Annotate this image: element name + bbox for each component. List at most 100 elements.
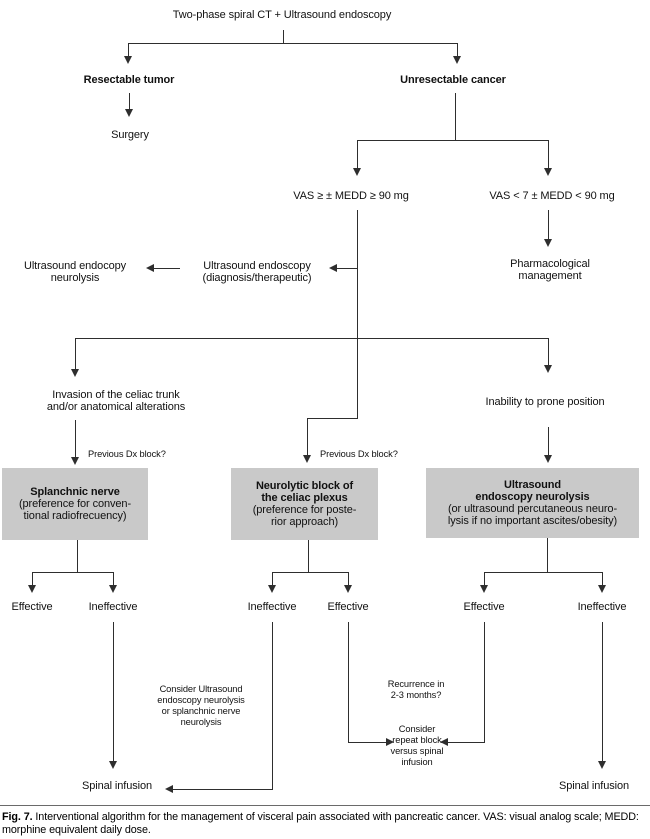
flow-line-vertical (308, 540, 309, 572)
flow-line-horizontal (357, 140, 549, 141)
flow-line-horizontal (336, 268, 357, 269)
arrowhead-down-icon (544, 455, 552, 463)
arrowhead-down-icon (268, 585, 276, 593)
node-root: Two-phase spiral CT + Ultrasound endosco… (172, 9, 392, 21)
flow-line-vertical (455, 93, 456, 140)
arrowhead-down-icon (453, 56, 461, 64)
node-splanchnic-detail: (preference for conven- tional radiofrec… (18, 498, 132, 522)
flow-line-horizontal (484, 572, 603, 573)
flow-line-horizontal (75, 338, 549, 339)
node-ultrasound-box: Ultrasound endoscopy neurolysis (or ultr… (426, 468, 639, 538)
node-vas-high: VAS ≥ ± MEDD ≥ 90 mg (293, 190, 409, 202)
label-previous-dx-block-left: Previous Dx block? (88, 449, 166, 459)
node-us-endoscopy-diagnostic: Ultrasound endoscopy (diagnosis/therapeu… (202, 260, 312, 284)
flow-line-vertical (348, 572, 349, 586)
arrowhead-down-icon (353, 168, 361, 176)
flow-line-vertical (75, 338, 76, 370)
flow-line-horizontal (172, 789, 273, 790)
arrowhead-down-icon (544, 239, 552, 247)
caption-divider-rule (0, 805, 650, 806)
flow-line-horizontal (446, 742, 485, 743)
note-consider-us-neurolysis: Consider Ultrasound endoscopy neurolysis… (157, 684, 245, 727)
outcome-ultrasound-effective: Effective (463, 601, 505, 613)
node-neurolytic-detail: (preference for poste- rior approach) (252, 504, 357, 528)
outcome-splanchnic-ineffective: Ineffective (88, 601, 138, 613)
node-spinal-infusion-left: Spinal infusion (81, 780, 153, 792)
arrowhead-down-icon (544, 365, 552, 373)
flow-line-vertical (548, 427, 549, 456)
flow-line-vertical (357, 140, 358, 169)
note-consider-repeat-block: Consider repeat block versus spinal infu… (390, 724, 444, 767)
flow-line-vertical (484, 622, 485, 742)
arrowhead-down-icon (480, 585, 488, 593)
arrowhead-down-icon (109, 585, 117, 593)
node-unresectable-cancer: Unresectable cancer (400, 74, 506, 86)
node-us-endocopy-neurolysis: Ultrasound endocopy neurolysis (23, 260, 127, 284)
node-celiac-invasion: Invasion of the celiac trunk and/or anat… (46, 389, 186, 413)
node-resectable-tumor: Resectable tumor (83, 74, 175, 86)
arrowhead-down-icon (544, 168, 552, 176)
flow-line-vertical (272, 572, 273, 586)
node-splanchnic-title: Splanchnic nerve (30, 486, 120, 498)
flow-line-vertical (113, 572, 114, 586)
flow-line-vertical (75, 420, 76, 458)
flow-line-horizontal (32, 572, 114, 573)
flow-line-vertical (128, 43, 129, 57)
node-neurolytic-title: Neurolytic block of the celiac plexus (255, 480, 354, 504)
arrowhead-left-icon (146, 264, 154, 272)
flow-line-horizontal (153, 268, 180, 269)
figure-caption-label: Fig. 7. (2, 811, 33, 823)
node-ultrasound-detail: (or ultrasound percutaneous neuro- lysis… (447, 503, 618, 527)
node-pharmacological-management: Pharmacological management (510, 258, 590, 282)
figure-caption: Fig. 7. Interventional algorithm for the… (2, 811, 648, 837)
flow-line-vertical (32, 572, 33, 586)
flow-line-vertical (602, 622, 603, 762)
flow-line-horizontal (307, 418, 358, 419)
node-ultrasound-title: Ultrasound endoscopy neurolysis (475, 479, 590, 503)
outcome-neurolytic-effective: Effective (327, 601, 369, 613)
arrowhead-down-icon (28, 585, 36, 593)
arrowhead-down-icon (71, 457, 79, 465)
node-spinal-infusion-right: Spinal infusion (558, 780, 630, 792)
arrowhead-down-icon (124, 56, 132, 64)
note-recurrence: Recurrence in 2-3 months? (387, 679, 445, 700)
label-previous-dx-block-mid: Previous Dx block? (320, 449, 398, 459)
arrowhead-down-icon (71, 369, 79, 377)
arrowhead-down-icon (125, 109, 133, 117)
flow-line-horizontal (272, 572, 349, 573)
outcome-neurolytic-ineffective: Ineffective (247, 601, 297, 613)
flow-line-horizontal (128, 43, 458, 44)
flow-line-vertical (457, 43, 458, 57)
flow-line-vertical (357, 210, 358, 418)
flow-line-vertical (602, 572, 603, 586)
flow-line-vertical (129, 93, 130, 111)
figure-caption-text: Interventional algorithm for the managem… (2, 811, 639, 836)
arrowhead-left-icon (165, 785, 173, 793)
flow-line-horizontal (348, 742, 388, 743)
arrowhead-down-icon (598, 585, 606, 593)
flow-line-vertical (272, 622, 273, 790)
arrowhead-right-icon (386, 738, 394, 746)
outcome-splanchnic-effective: Effective (11, 601, 53, 613)
arrowhead-left-icon (440, 738, 448, 746)
flow-line-vertical (283, 30, 284, 43)
flow-line-vertical (548, 210, 549, 240)
arrowhead-down-icon (598, 761, 606, 769)
arrowhead-down-icon (344, 585, 352, 593)
flow-line-vertical (307, 418, 308, 456)
node-inability-prone: Inability to prone position (485, 396, 605, 408)
flow-line-vertical (113, 622, 114, 762)
flow-line-vertical (548, 338, 549, 366)
node-splanchnic-box: Splanchnic nerve (preference for conven-… (2, 468, 148, 540)
flow-line-vertical (77, 540, 78, 572)
node-vas-low: VAS < 7 ± MEDD < 90 mg (489, 190, 615, 202)
flow-line-vertical (484, 572, 485, 586)
flow-line-vertical (348, 622, 349, 742)
node-neurolytic-box: Neurolytic block of the celiac plexus (p… (231, 468, 378, 540)
flow-line-vertical (547, 538, 548, 572)
arrowhead-down-icon (109, 761, 117, 769)
flow-line-vertical (548, 140, 549, 169)
arrowhead-down-icon (303, 455, 311, 463)
outcome-ultrasound-ineffective: Ineffective (577, 601, 627, 613)
